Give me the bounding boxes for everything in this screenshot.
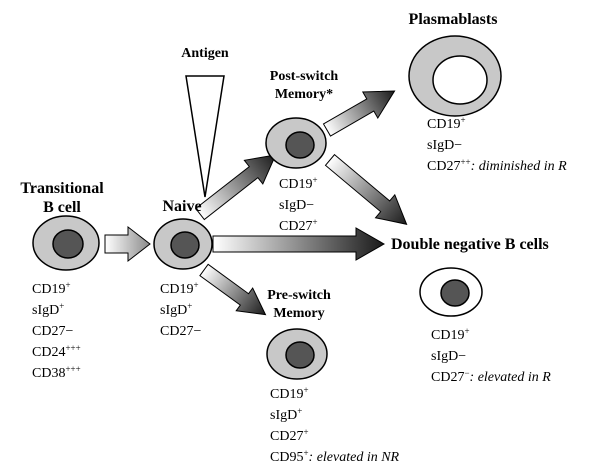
arrow-naive-to-double-negative <box>212 227 386 261</box>
marker-expression: +++ <box>65 364 81 374</box>
marker-expression: + <box>303 385 309 395</box>
marker-line: CD27+ <box>279 216 318 237</box>
marker-name: CD19 <box>431 328 465 343</box>
marker-expression: ++ <box>460 157 471 167</box>
arrow-post-switch-to-double-negative <box>324 153 408 225</box>
arrow-post-switch-to-plasmablasts <box>322 90 396 137</box>
marker-name: CD27 <box>279 219 313 234</box>
marker-line: CD38+++ <box>32 363 81 384</box>
marker-line: CD19+ <box>431 325 551 346</box>
marker-note: : diminished in R <box>470 159 567 174</box>
naive-markers: CD19+sIgD+CD27− <box>160 279 201 342</box>
marker-line: CD27+ <box>270 426 399 447</box>
plasmablasts-markers: CD19+ sIgD− CD27++: diminished in R <box>427 114 567 177</box>
marker-expression: + <box>460 115 466 125</box>
marker-name: CD19 <box>270 387 304 402</box>
marker-name: sIgD <box>160 303 188 318</box>
marker-line: CD19+ <box>270 384 399 405</box>
marker-expression: + <box>303 448 309 458</box>
post-switch-memory-cell <box>265 117 327 169</box>
marker-line: CD27−: elevated in R <box>431 367 551 388</box>
arrow-naive-to-post-switch <box>194 154 277 221</box>
marker-expression: + <box>297 406 303 416</box>
marker-name: sIgD− <box>431 349 467 364</box>
marker-line: sIgD− <box>431 346 551 367</box>
marker-name: CD27− <box>160 324 202 339</box>
marker-name: CD27 <box>270 429 304 444</box>
marker-expression: +++ <box>65 343 81 353</box>
marker-line: CD19+ <box>427 114 567 135</box>
marker-line: sIgD+ <box>270 405 399 426</box>
marker-name: CD19 <box>32 282 66 297</box>
marker-line: CD95+: elevated in NR <box>270 447 399 468</box>
pre-switch-memory-title: Pre-switch Memory <box>267 288 331 321</box>
antigen-label: Antigen <box>181 46 229 61</box>
marker-note: : elevated in NR <box>308 450 400 465</box>
marker-line: CD19+ <box>279 174 318 195</box>
marker-line: CD19+ <box>32 279 81 300</box>
marker-line: CD19+ <box>160 279 201 300</box>
plasmablasts-title: Plasmablasts <box>408 11 498 28</box>
marker-line: sIgD− <box>279 195 318 216</box>
marker-name: CD27− <box>32 324 74 339</box>
marker-name: CD95 <box>270 450 304 465</box>
marker-name: CD38 <box>32 366 66 381</box>
post-switch-memory-title: Post-switch Memory* <box>269 69 339 102</box>
marker-name: CD24 <box>32 345 66 360</box>
naive-b-cell <box>153 218 213 270</box>
arrow-transitional-to-naive <box>104 225 151 263</box>
marker-expression: + <box>464 326 470 336</box>
naive-title: Naive <box>162 198 202 215</box>
marker-expression: + <box>312 217 318 227</box>
marker-expression: + <box>312 175 318 185</box>
marker-expression: + <box>187 301 193 311</box>
marker-line: CD27− <box>32 321 81 342</box>
pre-switch-markers: CD19+sIgD+CD27+CD95+: elevated in NR <box>270 384 399 468</box>
marker-note: : elevated in R <box>469 370 551 385</box>
double-negative-b-cell <box>419 267 483 317</box>
antigen-gradient-triangle <box>185 75 225 198</box>
double-negative-title: Double negative B cells <box>391 236 549 253</box>
marker-expression: − <box>464 368 470 378</box>
marker-name: CD27 <box>427 159 461 174</box>
marker-line: CD27− <box>160 321 201 342</box>
post-switch-markers: CD19+sIgD−CD27+ <box>279 174 318 237</box>
marker-name: sIgD <box>270 408 298 423</box>
marker-expression: + <box>193 280 199 290</box>
marker-line: sIgD− <box>427 135 567 156</box>
marker-name: CD19 <box>279 177 313 192</box>
marker-expression: + <box>59 301 65 311</box>
marker-name: sIgD− <box>427 138 463 153</box>
marker-name: sIgD− <box>279 198 315 213</box>
transitional-markers: CD19+sIgD+CD27−CD24+++CD38+++ <box>32 279 81 384</box>
marker-name: CD19 <box>160 282 194 297</box>
double-negative-markers: CD19+ sIgD− CD27−: elevated in R <box>431 325 551 388</box>
marker-expression: + <box>303 427 309 437</box>
arrow-naive-to-pre-switch <box>199 263 267 316</box>
marker-line: sIgD+ <box>160 300 201 321</box>
marker-line: CD27++: diminished in R <box>427 156 567 177</box>
marker-line: sIgD+ <box>32 300 81 321</box>
pre-switch-memory-cell <box>266 328 328 380</box>
marker-name: CD27 <box>431 370 465 385</box>
transitional-b-cell <box>32 215 100 271</box>
transitional-title: Transitional B cell <box>20 180 104 216</box>
marker-name: CD19 <box>427 117 461 132</box>
plasmablast-cell <box>408 35 502 117</box>
marker-expression: + <box>65 280 71 290</box>
marker-line: CD24+++ <box>32 342 81 363</box>
marker-name: sIgD <box>32 303 60 318</box>
